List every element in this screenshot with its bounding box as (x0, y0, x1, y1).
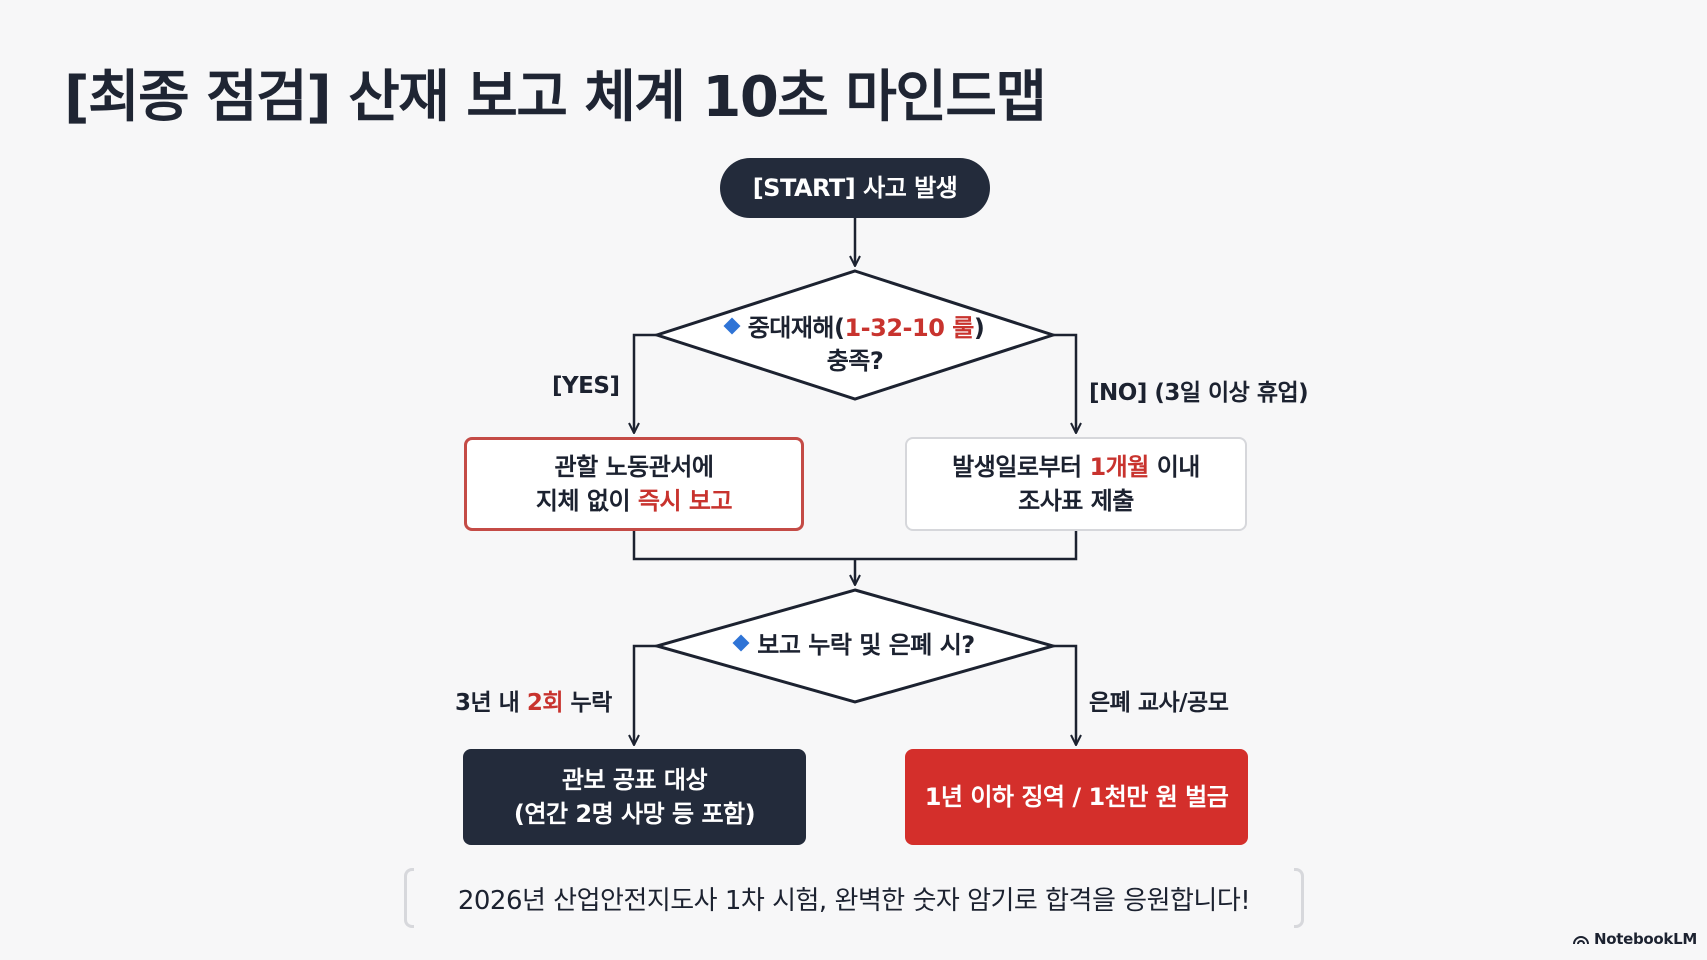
notebooklm-icon (1572, 936, 1589, 945)
footer-bracket-right (1294, 868, 1304, 928)
edge-label-missing-highlight: 2회 (526, 690, 564, 716)
diamond-bullet-icon (732, 634, 750, 652)
immediate-report-line2: 지체 없이 (535, 487, 638, 515)
decision2-label: 보고 누락 및 은폐 시? (757, 631, 975, 659)
investigation-form-highlight: 1개월 (1089, 453, 1149, 481)
edge-label-no: [NO] (3일 이상 휴업) (1089, 380, 1309, 406)
edge-missing (634, 644, 657, 745)
decision2-diamond (651, 588, 1059, 704)
decision1-text-post: ) (973, 314, 985, 342)
gazette-publication-line2: (연간 2명 사망 등 포함) (513, 800, 756, 828)
penalty-label: 1년 이하 징역 / 1천만 원 벌금 (924, 783, 1229, 811)
decision2-text: 보고 누락 및 은폐 시? (680, 629, 1030, 662)
edge-conceal (1053, 644, 1076, 745)
brand-logo: NotebookLM (1572, 930, 1697, 948)
page-title: [최종 점검] 산재 보고 체계 10초 마인드맵 (64, 65, 1047, 130)
start-node-label: [START] 사고 발생 (752, 174, 958, 202)
edge-label-conceal: 은폐 교사/공모 (1089, 690, 1229, 716)
footer-bracket-left (404, 868, 414, 928)
brand-name: NotebookLM (1593, 930, 1697, 948)
decision1-diamond (652, 269, 1058, 401)
gazette-publication-line1: 관보 공표 대상 (561, 766, 708, 794)
immediate-report-box: 관할 노동관서에 지체 없이 즉시 보고 (464, 437, 804, 531)
investigation-form-line1-pre: 발생일로부터 (952, 453, 1090, 481)
edge-no (1053, 333, 1076, 433)
decision1-text: 중대재해(1-32-10 룰) 충족? (680, 312, 1030, 378)
penalty-box: 1년 이하 징역 / 1천만 원 벌금 (905, 749, 1248, 845)
immediate-report-line1: 관할 노동관서에 (554, 453, 714, 481)
start-node: [START] 사고 발생 (720, 158, 990, 218)
investigation-form-box: 발생일로부터 1개월 이내 조사표 제출 (905, 437, 1247, 531)
edge-label-yes: [YES] (552, 373, 620, 399)
edge-label-missing-pre: 3년 내 (455, 690, 527, 716)
decision1-text-line2: 충족? (826, 347, 884, 375)
edge-label-missing: 3년 내 2회 누락 (455, 683, 612, 717)
edge-merge (632, 531, 1078, 561)
investigation-form-line2: 조사표 제출 (1018, 487, 1134, 515)
investigation-form-line1-post: 이내 (1148, 453, 1201, 481)
edge-yes (634, 333, 657, 433)
decision1-text-pre: 중대재해( (747, 314, 845, 342)
decision1-highlight: 1-32-10 룰 (844, 314, 974, 342)
immediate-report-highlight: 즉시 보고 (637, 487, 733, 515)
edge-label-missing-post: 누락 (563, 690, 613, 716)
gazette-publication-box: 관보 공표 대상 (연간 2명 사망 등 포함) (463, 749, 806, 845)
footer-text: 2026년 산업안전지도사 1차 시험, 완벽한 숫자 암기로 합격을 응원합니… (457, 885, 1251, 916)
footer-message: 2026년 산업안전지도사 1차 시험, 완벽한 숫자 암기로 합격을 응원합니… (404, 868, 1304, 928)
diamond-bullet-icon (723, 317, 741, 335)
